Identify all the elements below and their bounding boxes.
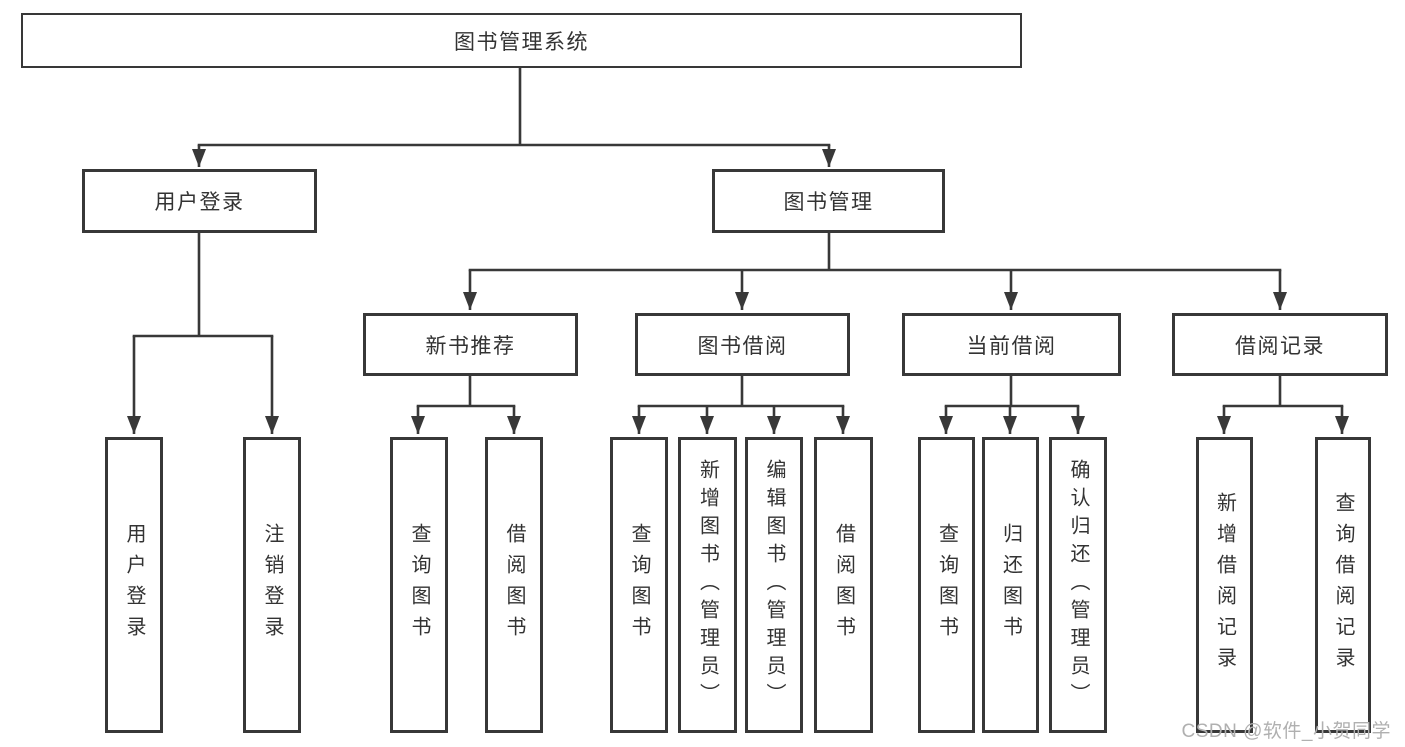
node-book-borrowing: 图书借阅 [635, 313, 850, 376]
node-user-login: 用户登录 [82, 169, 317, 233]
leaf-add-books-admin-label: 新增图书（管理员） [696, 459, 719, 711]
leaf-add-books-admin: 新增图书（管理员） [678, 437, 737, 733]
leaf-confirm-return-admin-label: 确认归还（管理员） [1067, 459, 1089, 711]
leaf-logout: 注销登录 [243, 437, 301, 733]
leaf-logout-label: 注销登录 [261, 523, 283, 647]
leaf-query-books-recommend: 查询图书 [390, 437, 448, 733]
leaf-query-books-current-label: 查询图书 [935, 523, 958, 647]
leaf-edit-books-admin: 编辑图书（管理员） [745, 437, 803, 733]
leaf-add-borrow-record-label: 新增借阅记录 [1213, 492, 1236, 678]
leaf-return-books-label: 归还图书 [999, 523, 1022, 647]
node-user-login-label: 用户登录 [154, 191, 245, 214]
node-book-borrowing-label: 图书借阅 [697, 334, 788, 358]
node-new-book-recommend: 新书推荐 [363, 313, 578, 376]
node-new-book-recommend-label: 新书推荐 [425, 334, 516, 358]
node-root: 图书管理系统 [21, 13, 1022, 68]
leaf-return-books: 归还图书 [982, 437, 1039, 733]
leaf-borrow-books-recommend-label: 借阅图书 [503, 523, 525, 647]
leaf-user-login-label: 用户登录 [123, 523, 145, 647]
leaf-query-books-borrowing: 查询图书 [610, 437, 668, 733]
node-book-management: 图书管理 [712, 169, 945, 233]
node-current-borrowing: 当前借阅 [902, 313, 1121, 376]
node-book-management-label: 图书管理 [783, 191, 874, 214]
node-root-label: 图书管理系统 [454, 30, 589, 54]
leaf-query-books-recommend-label: 查询图书 [408, 523, 430, 647]
watermark: CSDN @软件_小贺同学 [1181, 721, 1391, 742]
leaf-query-borrow-record-label: 查询借阅记录 [1332, 492, 1354, 678]
leaf-borrow-books-borrowing: 借阅图书 [814, 437, 873, 733]
leaf-confirm-return-admin: 确认归还（管理员） [1049, 437, 1107, 733]
node-borrow-records-label: 借阅记录 [1235, 334, 1325, 358]
node-current-borrowing-label: 当前借阅 [966, 334, 1057, 358]
leaf-add-borrow-record: 新增借阅记录 [1196, 437, 1253, 733]
leaf-edit-books-admin-label: 编辑图书（管理员） [763, 459, 785, 711]
leaf-query-borrow-record: 查询借阅记录 [1315, 437, 1371, 733]
leaf-borrow-books-recommend: 借阅图书 [485, 437, 543, 733]
leaf-query-books-borrowing-label: 查询图书 [628, 523, 650, 647]
leaf-borrow-books-borrowing-label: 借阅图书 [832, 523, 855, 647]
leaf-query-books-current: 查询图书 [918, 437, 975, 733]
leaf-user-login: 用户登录 [105, 437, 163, 733]
node-borrow-records: 借阅记录 [1172, 313, 1388, 376]
